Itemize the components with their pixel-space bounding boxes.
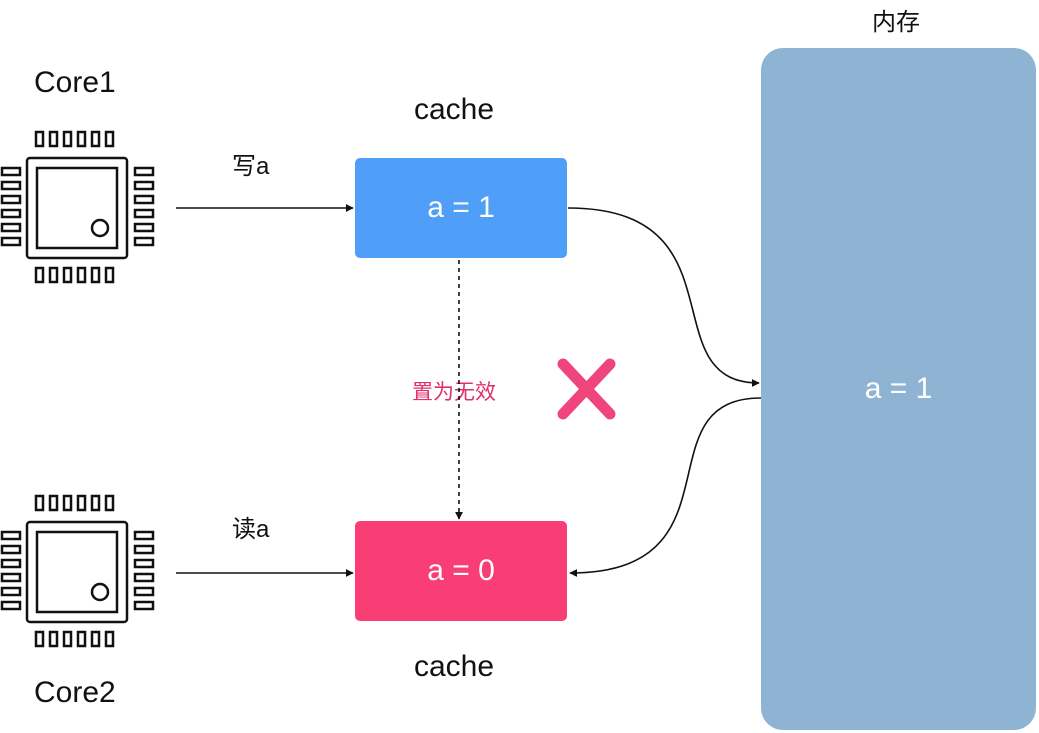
memory-to-cache2-arrow [569, 397, 762, 577]
cache1-label: cache [414, 93, 495, 126]
cpu-chip-icon [0, 130, 155, 284]
core1-operation-label: 写a [232, 153, 270, 180]
invalidate-label: 置为无效 [412, 381, 496, 404]
memory-title: 内存 [872, 9, 920, 36]
core1-cache-value: a = 1 [427, 191, 495, 224]
core1-label: Core1 [34, 66, 116, 99]
memory-value: a = 1 [864, 372, 933, 405]
cache2-label: cache [414, 650, 495, 683]
memory-block: a = 1 [761, 48, 1036, 730]
writeback-to-memory-arrow [567, 207, 760, 387]
core2-cache-value: a = 0 [427, 554, 495, 587]
core2-operation-label: 读a [232, 516, 270, 543]
cpu-chip-icon [0, 494, 155, 648]
core2-cache-box: a = 0 [355, 521, 567, 621]
core2-label: Core2 [34, 676, 116, 709]
cross-mark-icon [557, 358, 616, 420]
core1-cache-box: a = 1 [355, 158, 567, 258]
